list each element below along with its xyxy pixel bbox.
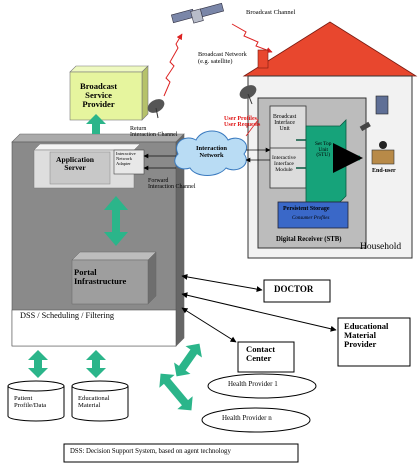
contact-center-arrow (181, 307, 237, 343)
label-broadcast-channel: Broadcast Channel (246, 9, 296, 16)
broadcast-downlink-zigzag (231, 23, 273, 53)
stu-box (305, 119, 347, 203)
educational-provider-box (337, 317, 411, 367)
platform-healthn-green-arrow (159, 373, 193, 411)
label-application-server: Application Server (56, 155, 94, 172)
broadcast-uplink-zigzag (163, 33, 183, 97)
label-forward-channel: Forward Interaction Channel (148, 178, 196, 191)
tv-icon (375, 95, 389, 115)
label-patient-db: Patient Profile/Data (14, 395, 47, 409)
label-consumer-profiles: Consumer Profiles (292, 216, 330, 221)
remote-icon (359, 121, 371, 132)
label-interactive-interface: Interactive Interface Module (272, 155, 296, 173)
stu-link (296, 139, 306, 169)
server-portal-green-arrow (104, 196, 128, 246)
portal-shape (71, 251, 157, 305)
health-provider-1-ellipse (207, 373, 317, 399)
dss-box (11, 309, 177, 347)
roof-chimney (257, 49, 269, 69)
doctor-arrow (181, 273, 263, 293)
persistent-storage-box (277, 201, 349, 229)
household-roof (242, 21, 418, 77)
satellite-icon (170, 2, 225, 24)
doctor-box (263, 279, 331, 303)
broadcast-provider-shape (69, 65, 149, 121)
footnote-box (63, 443, 299, 463)
label-user-profiles: User Profiles, User Requests (224, 116, 261, 129)
label-interaction-network: Interaction Network (196, 145, 228, 159)
label-broadcast-interface: Broadcast Interface Unit (273, 114, 297, 133)
end-user-icon (371, 141, 395, 165)
label-interactive-adapter: Interactive Network Adapter (116, 151, 136, 166)
educational-db-cylinder (71, 380, 129, 422)
label-footnote: DSS: Decision Support System, based on a… (70, 448, 231, 455)
provider-to-server-green-arrow (86, 114, 106, 134)
label-return-channel: Return Interaction Channel (130, 126, 178, 139)
label-contact-center: Contact Center (246, 344, 276, 364)
label-dss: DSS / Scheduling / Filtering (20, 311, 115, 320)
label-health-provider-1: Health Provider 1 (228, 380, 278, 388)
platform-patient-green-arrow (28, 350, 48, 378)
label-health-provider-n: Health Provider n (222, 414, 272, 422)
satellite-dish-left-icon (147, 99, 165, 119)
label-portal: Portal Infrastructure (74, 267, 127, 286)
user-profiles-pointer (245, 119, 259, 137)
interactive-adapter-box (113, 149, 145, 175)
label-doctor: DOCTOR (274, 284, 314, 294)
patient-db-cylinder (7, 380, 65, 422)
platform-health1-green-arrow (174, 343, 202, 377)
label-end-user: End-user (372, 168, 396, 174)
label-broadcast-network: Broadcast Network (e.g. satellite) (198, 51, 247, 65)
satellite-dish-house-icon (239, 85, 257, 105)
contact-center-box (237, 341, 295, 373)
label-educational-provider: Educational Material Provider (344, 321, 389, 350)
health-provider-n-ellipse (201, 407, 311, 433)
platform-educational-green-arrow (86, 350, 106, 378)
label-stu: Set Top Unit (STU) (315, 141, 332, 159)
label-broadcast-provider: Broadcast Service Provider (80, 81, 118, 110)
educational-provider-arrow (181, 292, 337, 332)
label-digital-receiver: Digital Receiver (STB) (276, 236, 342, 243)
label-household: Household (360, 242, 402, 252)
label-educational-db: Educational Material (78, 395, 110, 409)
label-persistent-storage: Persistent Storage (283, 206, 330, 212)
interaction-network-cloud (174, 130, 248, 176)
